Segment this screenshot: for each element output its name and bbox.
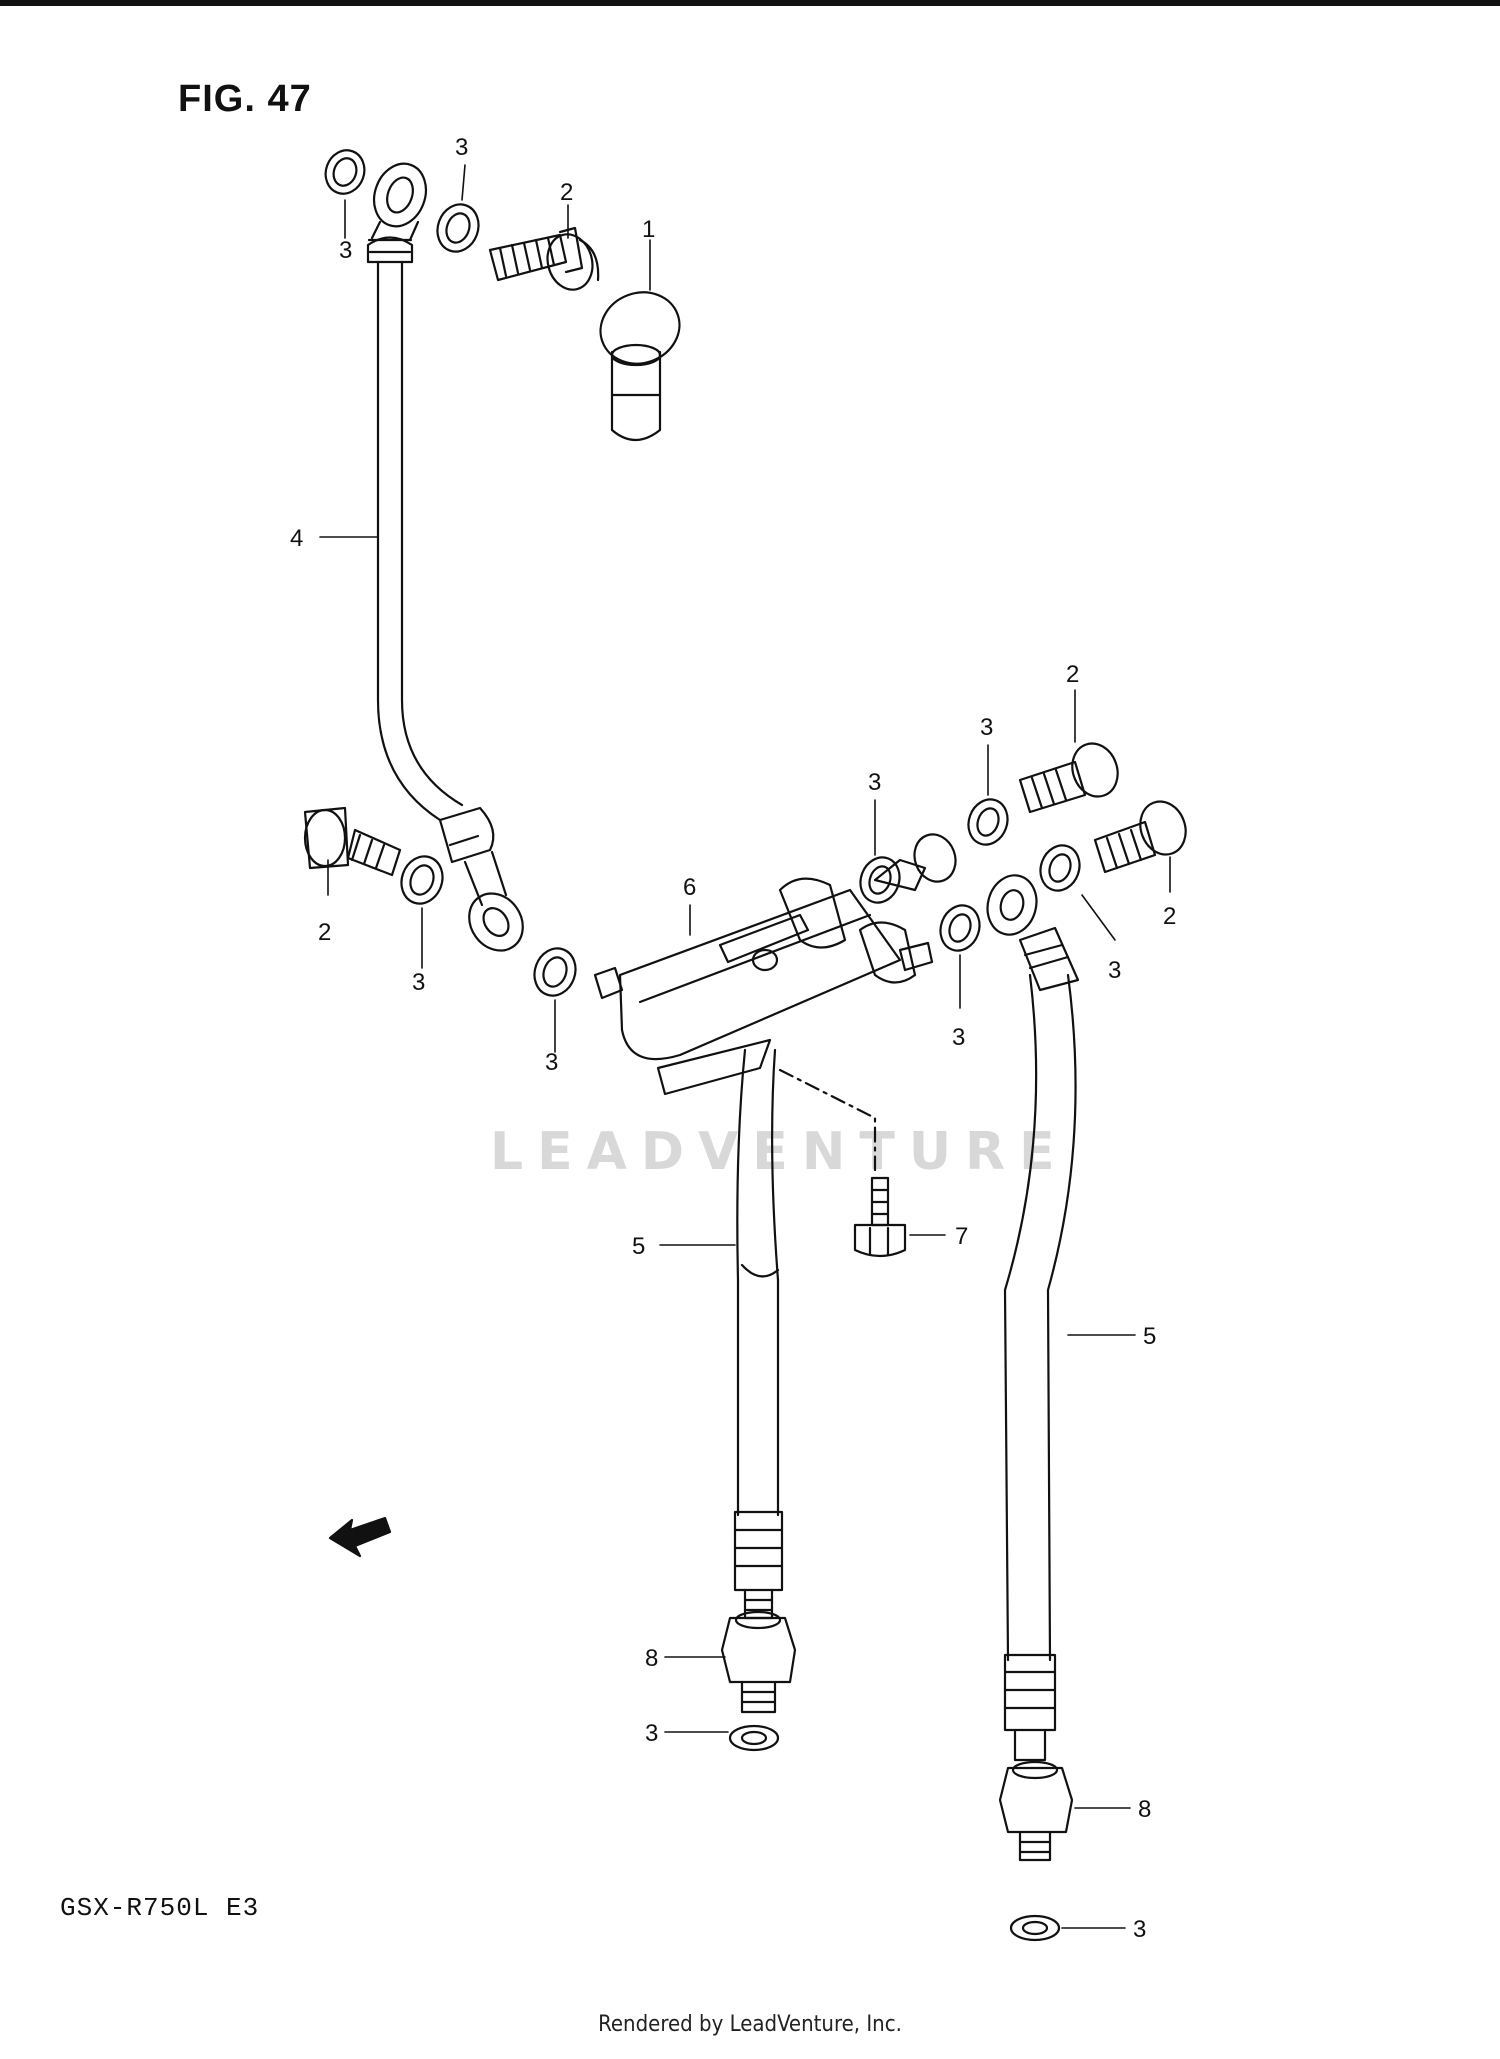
model-code: GSX-R750L E3 (60, 1893, 260, 1923)
callout-6: 6 (683, 874, 696, 901)
callout-3: 3 (645, 1720, 658, 1747)
callout-3: 3 (545, 1049, 558, 1076)
callout-3: 3 (980, 714, 993, 741)
callout-3: 3 (1108, 957, 1121, 984)
callout-8: 8 (645, 1645, 658, 1672)
callout-5: 5 (632, 1233, 645, 1260)
callout-2: 2 (1163, 903, 1176, 930)
brake-hose-lower-left (733, 1048, 784, 1620)
callout-3: 3 (455, 134, 468, 161)
callout-2: 2 (560, 179, 573, 206)
brake-hose-upper (366, 162, 524, 952)
washer-group (324, 149, 1081, 1942)
callout-3: 3 (1133, 1916, 1146, 1943)
callout-2: 2 (318, 919, 331, 946)
banjo-bolt-right-upper (1018, 742, 1119, 814)
callout-7: 7 (955, 1223, 968, 1250)
callout-1: 1 (642, 216, 655, 243)
callout-5: 5 (1143, 1323, 1156, 1350)
forward-direction-arrow (328, 1516, 392, 1558)
banjo-bolt-right-lower (1093, 800, 1187, 874)
callout-labels: 3 3 2 1 4 2 3 3 6 3 3 2 2 3 3 5 7 5 8 3 … (290, 134, 1176, 1943)
top-border-rule (0, 0, 1500, 6)
callout-4: 4 (290, 525, 303, 552)
callout-8: 8 (1138, 1796, 1151, 1823)
hose-adapter-right (998, 1760, 1074, 1862)
callout-3: 3 (339, 237, 352, 264)
callout-3: 3 (412, 969, 425, 996)
hose-adapter-left (720, 1610, 797, 1714)
callout-3: 3 (952, 1024, 965, 1051)
leader-lines (319, 164, 1171, 1929)
brake-hose-lower-right (986, 874, 1080, 1762)
callout-2: 2 (1066, 661, 1079, 688)
figure-title: FIG. 47 (178, 78, 312, 120)
brake-junction-block (593, 833, 957, 1096)
banjo-bolt-top (488, 226, 600, 291)
elbow-fitting (599, 291, 681, 442)
mounting-bolt (778, 1068, 907, 1258)
callout-3: 3 (868, 769, 881, 796)
render-credit-footer: Rendered by LeadVenture, Inc. (598, 2012, 902, 2037)
banjo-bolt-left (303, 806, 402, 877)
